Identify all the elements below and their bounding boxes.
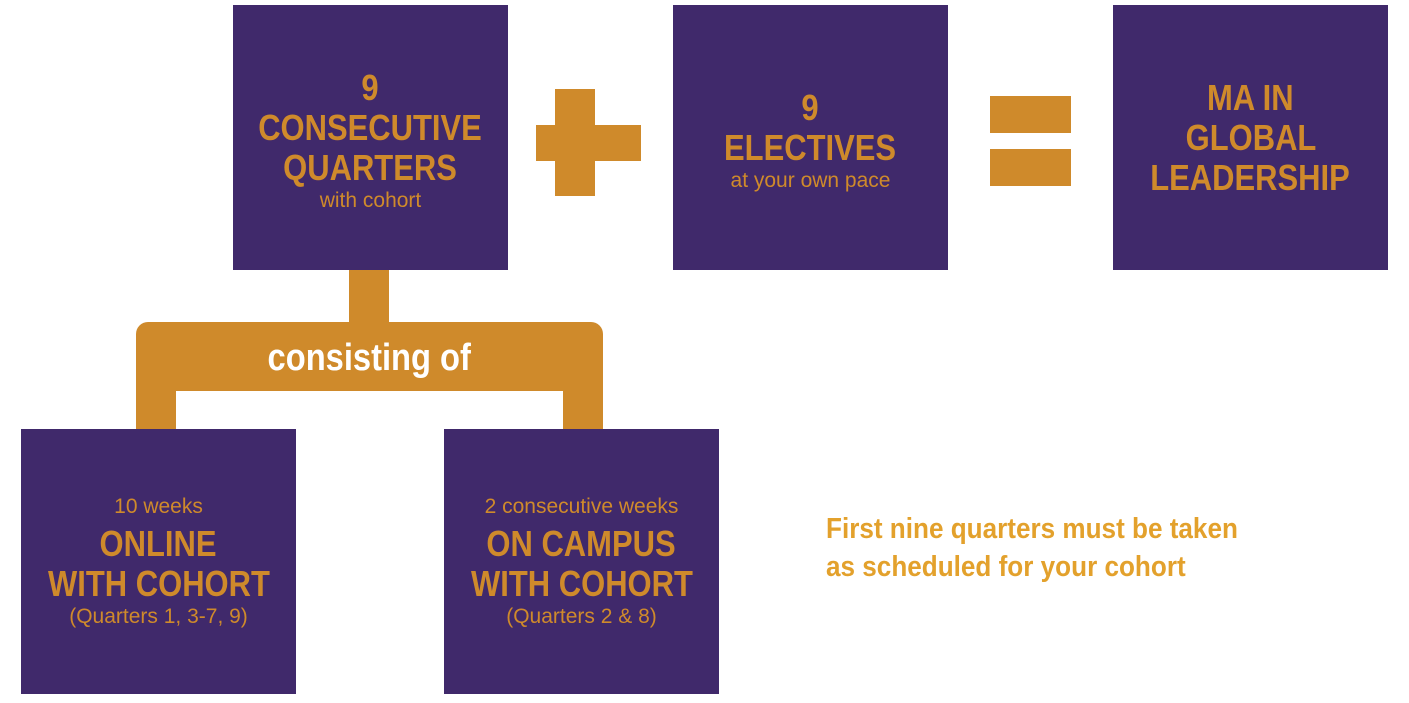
electives-box: 9 ELECTIVES at your own pace [673, 5, 948, 270]
electives-number: 9 [801, 86, 820, 128]
online-line2: WITH COHORT [47, 562, 270, 604]
consecutive-sub: with cohort [319, 188, 422, 212]
note-line1: First nine quarters must be taken [826, 513, 1238, 545]
campus-sub: (Quarters 2 & 8) [506, 604, 657, 628]
campus-cohort-box: 2 consecutive weeks ON CAMPUS WITH COHOR… [444, 429, 719, 694]
connector-stem [349, 270, 389, 326]
ma-global-leadership-box: MA IN GLOBAL LEADERSHIP [1113, 5, 1388, 270]
ma-line3: LEADERSHIP [1150, 156, 1351, 198]
note-line2: as scheduled for your cohort [826, 551, 1186, 583]
electives-line1: ELECTIVES [724, 126, 897, 168]
consecutive-quarters-box: 9 CONSECUTIVE QUARTERS with cohort [233, 5, 508, 270]
ma-line1: MA IN [1207, 76, 1294, 118]
equals-icon-bar [990, 149, 1071, 186]
connector-left-leg [136, 380, 176, 430]
consecutive-number: 9 [361, 66, 380, 108]
consecutive-line1: CONSECUTIVE [258, 106, 483, 148]
electives-sub: at your own pace [730, 168, 891, 192]
connector-right-leg [563, 380, 603, 430]
consecutive-line2: QUARTERS [283, 146, 458, 188]
schedule-note: First nine quarters must be taken as sch… [826, 510, 1330, 586]
online-top: 10 weeks [114, 494, 203, 518]
campus-line1: ON CAMPUS [486, 522, 677, 564]
ma-line2: GLOBAL [1185, 116, 1316, 158]
connector-bar: consisting of [136, 322, 603, 391]
campus-line2: WITH COHORT [470, 562, 693, 604]
online-cohort-box: 10 weeks ONLINE WITH COHORT (Quarters 1,… [21, 429, 296, 694]
campus-top: 2 consecutive weeks [484, 494, 679, 518]
plus-icon-bar [536, 125, 641, 161]
online-sub: (Quarters 1, 3-7, 9) [69, 604, 248, 628]
online-line1: ONLINE [100, 522, 217, 564]
equals-icon [990, 96, 1071, 133]
connector-label: consisting of [267, 337, 472, 379]
